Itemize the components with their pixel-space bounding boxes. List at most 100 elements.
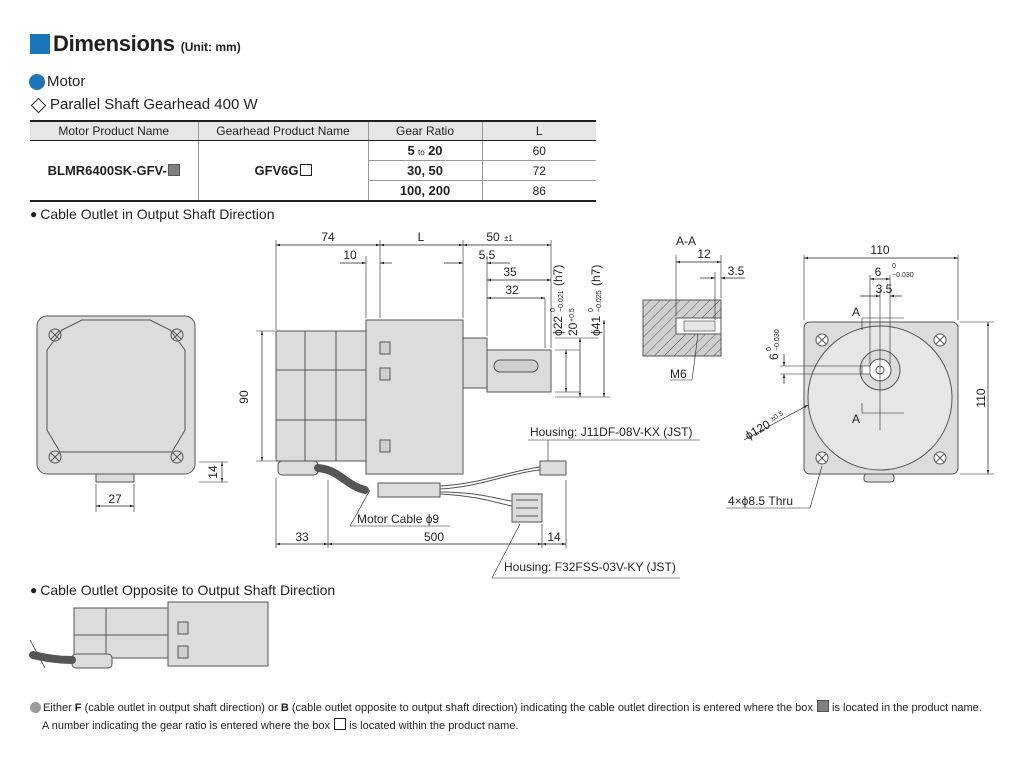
footnote-text: Either xyxy=(43,702,75,714)
dim-14-side: 14 xyxy=(547,530,561,544)
back-view xyxy=(36,315,228,512)
motor-heading-text: Motor xyxy=(47,73,86,90)
dim-6-left-tol-bot: −0.030 xyxy=(774,329,781,351)
footnote-2: A number indicating the gear ratio is en… xyxy=(42,718,519,733)
ratio-separator: , xyxy=(421,183,426,198)
dim-90: 90 xyxy=(237,390,251,404)
section-a-top: A xyxy=(852,305,860,319)
dim-L: L xyxy=(418,230,425,244)
footnote-text: is located in the product name. xyxy=(828,702,982,714)
gray-box-icon xyxy=(167,164,180,176)
gear-ratio-cell: 5 to 20 xyxy=(367,140,482,161)
unit-label: (Unit: mm) xyxy=(180,40,241,54)
back-view-frame xyxy=(36,315,196,475)
gear-ratio-cell: 100, 200 xyxy=(367,180,482,202)
footnote-code-f: F xyxy=(74,702,82,714)
cable-outlet-side xyxy=(277,460,319,476)
footnote-text: is located within the product name. xyxy=(346,720,519,732)
dim-500: 500 xyxy=(424,530,444,544)
gearhead-subheading-text: Parallel Shaft Gearhead 400 W xyxy=(50,96,258,113)
section2-heading: ● Cable Outlet Opposite to Output Shaft … xyxy=(30,581,335,599)
dim-10: 10 xyxy=(343,248,357,262)
phi22-tol-bot: −0.021 xyxy=(558,290,565,312)
opposite-outlet-view xyxy=(29,601,269,669)
cable-sleeve xyxy=(377,482,441,498)
dim-33: 33 xyxy=(295,530,309,544)
gray-dot-icon xyxy=(30,702,41,713)
footnote-1: Either F (cable outlet in output shaft d… xyxy=(30,700,982,715)
ratio-to: 20 xyxy=(428,143,443,158)
dim-6-left: 6 0 −0.030 xyxy=(766,329,781,360)
dim-6-tol-top: 0 xyxy=(892,263,896,270)
motor-heading: Motor xyxy=(29,73,85,91)
side-view-dim-lines xyxy=(256,240,700,579)
phi41-tol-top: 0 xyxy=(588,308,595,312)
ratio-to: 50 xyxy=(428,163,443,178)
section2-heading-text: Cable Outlet Opposite to Output Shaft Di… xyxy=(40,582,336,598)
phi22-fit: (h7) xyxy=(551,265,565,286)
wire-bundle xyxy=(439,466,541,507)
section-aa xyxy=(642,255,745,381)
gearhead-subheading: Parallel Shaft Gearhead 400 W xyxy=(28,96,258,114)
table-row: 30, 50 72 xyxy=(30,160,596,181)
dim-35: 35 xyxy=(503,265,517,279)
cable-outlet xyxy=(95,473,135,483)
bullet-icon: ● xyxy=(30,583,38,597)
cable-partial xyxy=(29,651,76,664)
dim-27: 27 xyxy=(108,492,122,506)
phi22-label: ϕ22 xyxy=(551,316,565,336)
phi41-fit: (h7) xyxy=(589,265,603,286)
motor-product-name: BLMR6400SK-GFV- xyxy=(47,163,167,178)
dim-phi41: ϕ41 0 −0.025 (h7) xyxy=(588,265,603,336)
dim-12: 12 xyxy=(697,247,711,261)
table-row: 100, 200 86 xyxy=(30,180,596,202)
l-value-cell: 72 xyxy=(481,160,596,181)
ratio-from: 100 xyxy=(399,183,422,198)
dim-5-5: 5.5 xyxy=(479,248,496,262)
dim-6-top: 6 xyxy=(875,265,882,279)
front-view-dim-lines xyxy=(726,255,994,509)
col-header: Gearhead Product Name xyxy=(197,120,368,141)
dim-74: 74 xyxy=(321,230,335,244)
phi120-tol: ±0.5 xyxy=(769,410,784,423)
dim-6-left-tol-top: 0 xyxy=(766,347,773,351)
phi41-label: ϕ41 xyxy=(589,316,603,336)
footnote-text: (cable outlet in output shaft direction)… xyxy=(81,702,281,714)
cable-outlet-partial xyxy=(71,653,113,669)
back-view-cover xyxy=(46,319,186,453)
shaft-key xyxy=(493,359,539,373)
holes-label: 4×ϕ8.5 Thru xyxy=(728,494,793,508)
section1-heading: ● Cable Outlet in Output Shaft Direction xyxy=(30,205,274,223)
phi120-label: ϕ120 xyxy=(743,417,773,443)
motor-name-cell: BLMR6400SK-GFV- xyxy=(30,140,198,202)
dim-110-top: 110 xyxy=(870,243,889,257)
dim-20-label: 20 xyxy=(566,322,580,336)
dim-phi120: ϕ120 ±0.5 xyxy=(743,410,785,443)
footnote-text: A number indicating the gear ratio is en… xyxy=(42,720,334,732)
blue-dot-icon xyxy=(29,74,45,90)
empty-box-icon xyxy=(299,164,312,176)
col-header: Motor Product Name xyxy=(30,120,198,141)
dim-110-side: 110 xyxy=(974,388,988,407)
ratio-from: 30 xyxy=(407,163,422,178)
cable-outlet-front xyxy=(863,473,895,483)
corner-screws xyxy=(48,328,184,464)
phi41-tol-bot: −0.025 xyxy=(596,290,603,312)
table-header-row: Motor Product Name Gearhead Product Name… xyxy=(30,120,596,141)
ratio-separator: , xyxy=(421,163,426,178)
dim-3-5-aa: 3.5 xyxy=(728,264,745,278)
mounting-holes xyxy=(815,333,947,465)
motor-cable xyxy=(314,464,369,494)
dim-6-tol-bot: −0.030 xyxy=(892,272,914,279)
housing1-connector xyxy=(539,460,567,476)
shaft-collar xyxy=(462,337,488,389)
phi22-tol-top: 0 xyxy=(550,308,557,312)
dim-50-tol: ±1 xyxy=(504,234,513,243)
footnote-code-b: B xyxy=(280,702,289,714)
thread-label: M6 xyxy=(670,367,687,381)
housing1-label: Housing: J11DF-08V-KX (JST) xyxy=(530,425,693,439)
footnote-text: (cable outlet opposite to output shaft d… xyxy=(288,702,816,714)
col-header: Gear Ratio xyxy=(367,120,482,141)
dim-3-5-front: 3.5 xyxy=(876,282,893,296)
